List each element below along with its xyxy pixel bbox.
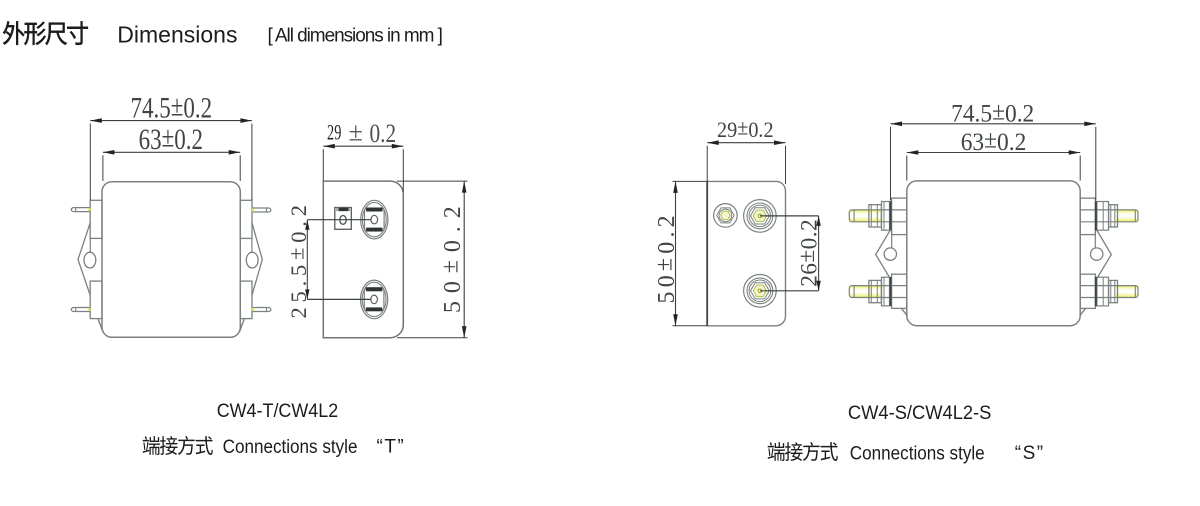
svg-text:[ All dimensions in mm ]: [ All dimensions in mm ] bbox=[268, 26, 442, 47]
svg-text:CW4-S/CW4L2-S: CW4-S/CW4L2-S bbox=[848, 403, 991, 425]
svg-text:Dimensions: Dimensions bbox=[117, 21, 237, 47]
svg-text:29: 29 bbox=[327, 121, 341, 146]
svg-text:CW4-T/CW4L2: CW4-T/CW4L2 bbox=[217, 399, 338, 421]
svg-text:Connections style: Connections style bbox=[223, 436, 358, 457]
svg-text:25.5±0.2: 25.5±0.2 bbox=[284, 200, 311, 318]
svg-text:“S”: “S” bbox=[1015, 443, 1045, 464]
svg-text:63±0.2: 63±0.2 bbox=[139, 120, 203, 156]
svg-text:±: ± bbox=[349, 118, 363, 147]
svg-text:Connections style: Connections style bbox=[850, 442, 985, 463]
svg-text:50±0.2: 50±0.2 bbox=[438, 198, 466, 313]
svg-text:26±0.2: 26±0.2 bbox=[794, 219, 822, 287]
svg-text:74.5±0.2: 74.5±0.2 bbox=[130, 89, 212, 125]
svg-text:50±0.2: 50±0.2 bbox=[652, 211, 680, 303]
svg-text:“T”: “T” bbox=[377, 437, 406, 458]
svg-text:0.2: 0.2 bbox=[369, 120, 396, 148]
svg-text:29±0.2: 29±0.2 bbox=[717, 115, 774, 142]
svg-text:63±0.2: 63±0.2 bbox=[961, 126, 1027, 156]
svg-text:74.5±0.2: 74.5±0.2 bbox=[951, 98, 1034, 128]
